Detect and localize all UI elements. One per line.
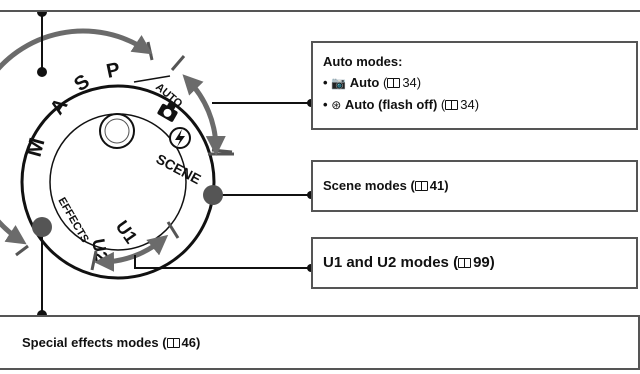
- user-modes-page: 99: [473, 254, 490, 271]
- auto-camera-icon: [157, 102, 178, 122]
- user-modes-label-rest: modes: [400, 254, 449, 271]
- special-effects-label: Special effects modes: [22, 335, 159, 350]
- user-range-arrow: [94, 234, 169, 272]
- special-effects-box: Special effects modes (46): [0, 315, 640, 370]
- auto-mode-label: Auto: [349, 75, 380, 90]
- user-modes-label-bold: U1 and U2: [323, 254, 397, 271]
- page-reference-icon: [387, 78, 401, 88]
- auto-range-arrow: [182, 74, 226, 156]
- scene-modes-box: Scene modes (41): [311, 160, 638, 212]
- auto-flash-off-page: 34: [460, 97, 475, 112]
- scene-pointer-dot: [203, 185, 223, 205]
- page-reference-icon: [458, 258, 472, 268]
- auto-flash-off-label: Auto (flash off): [344, 97, 438, 112]
- flash-off-icon: [169, 127, 191, 149]
- p-connector-dot: [37, 67, 47, 77]
- auto-modes-heading: Auto modes:: [323, 54, 403, 69]
- special-effects-page: 46: [181, 335, 196, 350]
- effects-pointer-dot: [32, 217, 52, 237]
- auto-flash-off-item: • ⊛ Auto (flash off) (34): [323, 97, 480, 112]
- auto-camera-icon: 📷: [331, 76, 347, 90]
- auto-modes-box: Auto modes: • 📷 Auto (34) • ⊛ Auto (flas…: [311, 41, 638, 130]
- scene-modes-page: 41: [429, 178, 445, 193]
- page-reference-icon: [445, 100, 459, 110]
- dial-label-p: P: [104, 59, 122, 83]
- scene-modes-label: Scene modes: [323, 178, 407, 193]
- auto-mode-item: • 📷 Auto (34): [323, 75, 422, 90]
- user-modes-box: U1 and U2 modes (99): [311, 237, 638, 289]
- auto-mode-page: 34: [402, 75, 417, 90]
- flash-off-icon: ⊛: [331, 98, 342, 112]
- page-reference-icon: [166, 338, 180, 348]
- large-mode-arrow: [0, 28, 153, 245]
- page-reference-icon: [414, 181, 428, 191]
- top-callout-box: [0, 0, 640, 12]
